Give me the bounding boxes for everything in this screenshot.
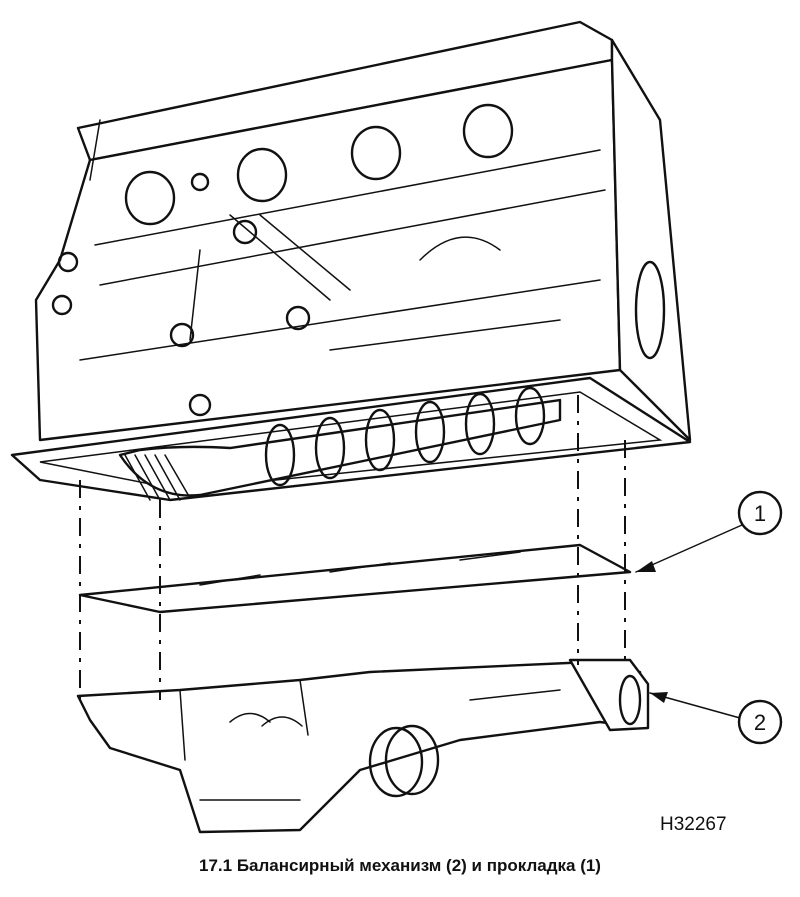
callout-1-number: 1 (754, 501, 766, 526)
balance-shaft-assembly (76, 658, 650, 834)
alignment-lines (79, 395, 626, 700)
callout-1: 1 (635, 490, 783, 573)
drawing-code: H32267 (660, 814, 727, 835)
figure-caption: 17.1 Балансирный механизм (2) и прокладк… (199, 856, 601, 875)
callout-2: 2 (649, 692, 783, 745)
callout-2-number: 2 (754, 710, 766, 735)
gasket (78, 543, 632, 614)
crankshaft (118, 386, 562, 501)
engine-block (10, 20, 692, 502)
callout-2-circle (737, 699, 783, 745)
callout-1-circle (737, 490, 783, 536)
